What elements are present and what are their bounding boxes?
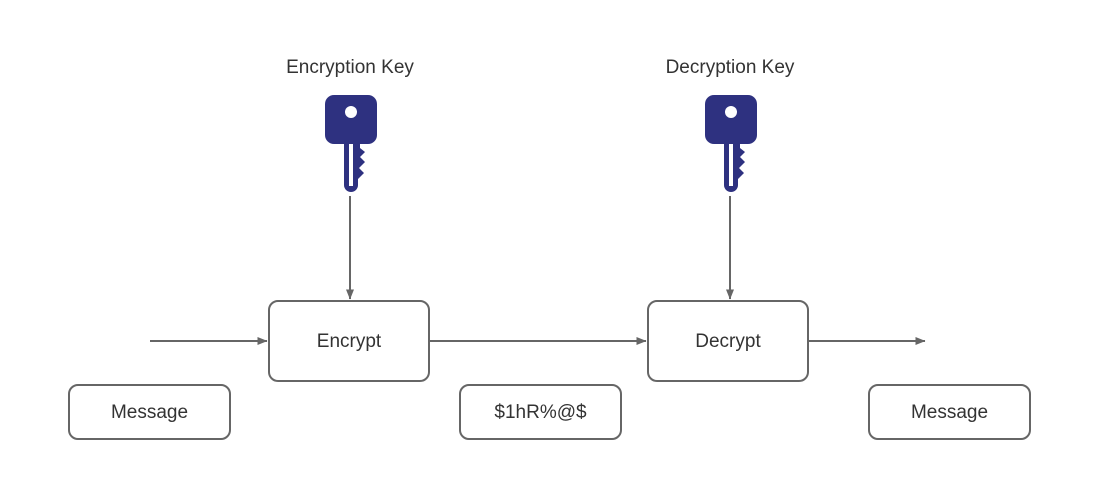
ciphertext-node[interactable]: $1hR%@$ <box>459 384 622 440</box>
decryption-key-icon-wrapper <box>705 95 757 205</box>
message-input-node[interactable]: Message <box>68 384 231 440</box>
encrypt-node[interactable]: Encrypt <box>268 300 430 382</box>
decrypt-node[interactable]: Decrypt <box>647 300 809 382</box>
encryption-key-icon-wrapper <box>325 95 377 205</box>
decryption-key-label: Decryption Key <box>665 57 795 78</box>
key-icon <box>705 95 757 192</box>
encryption-key-label: Encryption Key <box>286 57 414 78</box>
key-icon <box>325 95 377 192</box>
message-output-node[interactable]: Message <box>868 384 1031 440</box>
